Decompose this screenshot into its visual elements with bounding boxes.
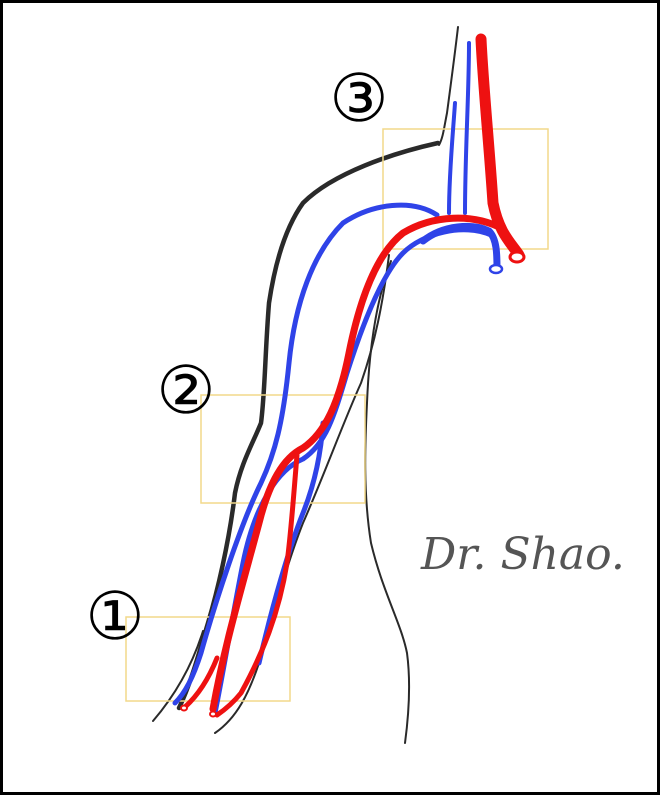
region-label-3: ③ bbox=[329, 61, 388, 135]
artery-forearm-end bbox=[182, 655, 220, 710]
neck-contour bbox=[438, 26, 459, 146]
artery-distal-cap-1 bbox=[209, 710, 217, 718]
artery-subclavian bbox=[475, 33, 525, 261]
artery-axillary-brachial bbox=[209, 214, 507, 713]
vein-end-cap bbox=[488, 263, 504, 275]
torso-contour bbox=[364, 260, 411, 744]
outer-arm-contour bbox=[176, 140, 441, 711]
region-label-1-text: ① bbox=[85, 579, 144, 653]
forearm-contour bbox=[152, 630, 204, 722]
artery-end-cap bbox=[508, 250, 526, 264]
artery-radial bbox=[214, 452, 300, 718]
vein-jugular-1 bbox=[447, 101, 457, 215]
region-label-1: ① bbox=[85, 579, 144, 653]
region-label-2-text: ② bbox=[156, 353, 215, 427]
vein-brachial bbox=[256, 420, 326, 666]
signature: Dr. Shao. bbox=[420, 529, 625, 580]
vein-cephalic bbox=[172, 202, 440, 706]
arteries bbox=[180, 33, 526, 718]
vein-jugular-2 bbox=[463, 41, 471, 215]
region-box-1 bbox=[125, 616, 291, 702]
region-label-2: ② bbox=[156, 353, 215, 427]
arm-vessel-diagram: ③ ② ① Dr. Shao. bbox=[85, 26, 625, 744]
artery-distal-cap-2 bbox=[180, 704, 188, 712]
region-label-3-text: ③ bbox=[329, 61, 388, 135]
vein-subclavian bbox=[419, 222, 501, 273]
vein-basilic bbox=[212, 227, 494, 716]
veins bbox=[172, 41, 504, 716]
